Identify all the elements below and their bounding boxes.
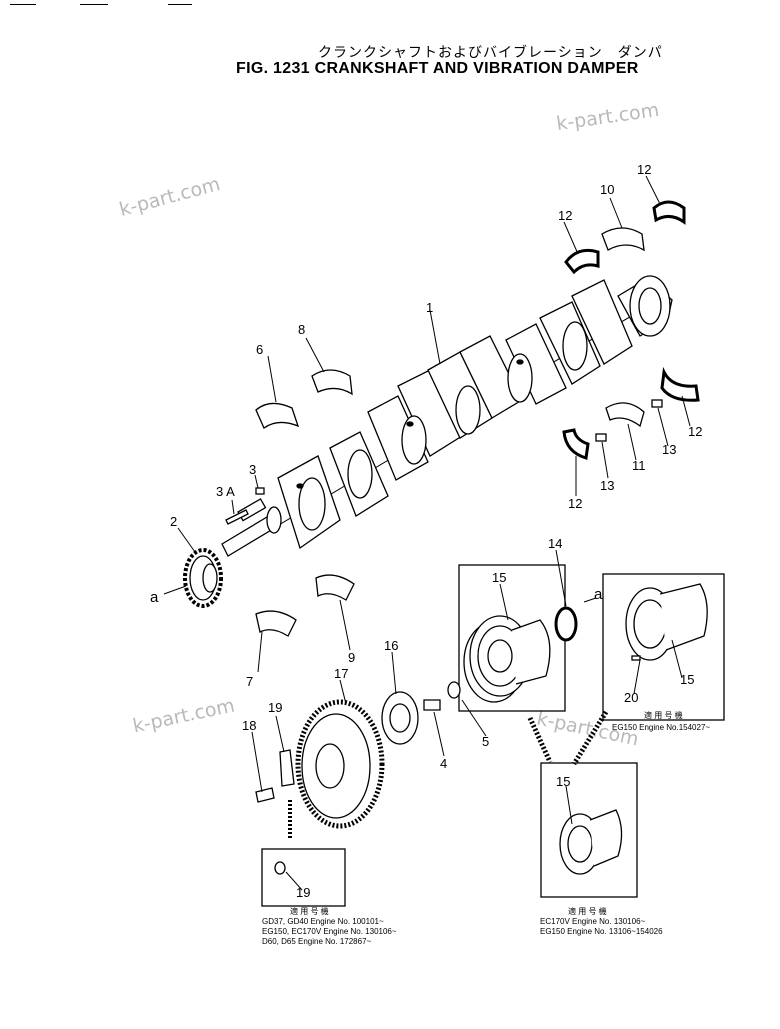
label-part-1: 1 — [426, 300, 433, 315]
label-part-18: 18 — [242, 718, 256, 733]
label-part-12-c: 12 — [688, 424, 702, 439]
note-row: EG150, EC170V Engine No. 130106~ — [262, 927, 397, 936]
damper-variant-bottom — [559, 809, 623, 875]
label-part-4: 4 — [440, 756, 447, 771]
title-japanese: クランクシャフトおよびバイブレーション ダンパ — [318, 45, 663, 61]
note-header: 適 用 号 機 — [290, 906, 329, 916]
label-part-6: 6 — [256, 342, 263, 357]
reference-arrows — [527, 710, 609, 766]
label-part-15-c: 15 — [556, 774, 570, 789]
label-part-2: 2 — [170, 514, 177, 529]
label-part-13-a: 13 — [662, 442, 676, 457]
label-part-5: 5 — [482, 734, 489, 749]
label-part-3a: 3 A — [216, 484, 235, 499]
leader-lines — [163, 175, 691, 891]
label-part-14: 14 — [548, 536, 562, 551]
title-english: FIG. 1231 CRANKSHAFT AND VIBRATION DAMPE… — [236, 60, 639, 77]
bolt-part-4 — [423, 699, 441, 711]
crankshaft — [221, 275, 673, 557]
scan-mark — [168, 4, 192, 5]
part-labels: 1 2 3 3 A 4 5 6 7 8 9 10 11 12 12 12 12 … — [150, 162, 702, 900]
label-part-9: 9 — [348, 650, 355, 665]
label-part-7: 7 — [246, 674, 253, 689]
label-ref-a-right: a — [594, 586, 603, 603]
note-row: GD37, GD40 Engine No. 100101~ — [262, 917, 384, 926]
damper-variant-top — [625, 583, 708, 661]
label-part-10: 10 — [600, 182, 614, 197]
label-part-12-b: 12 — [558, 208, 572, 223]
scan-mark — [80, 4, 108, 5]
main-bearings — [255, 369, 355, 637]
vibration-damper — [463, 615, 551, 703]
lock-plate-frame — [261, 848, 346, 907]
hub — [381, 691, 419, 745]
pin-part-3a — [225, 509, 249, 525]
label-part-15-b: 15 — [680, 672, 694, 687]
washer-part-5 — [447, 681, 461, 699]
key-part-3 — [255, 487, 265, 495]
label-part-17: 17 — [334, 666, 348, 681]
label-part-8: 8 — [298, 322, 305, 337]
note-row: EG150 Engine No. 13106~154026 — [540, 927, 663, 936]
label-part-12-d: 12 — [568, 496, 582, 511]
label-part-13-b: 13 — [600, 478, 614, 493]
note-row: EC170V Engine No. 130106~ — [540, 917, 646, 926]
oil-seal-part-14 — [554, 606, 578, 642]
note-row: D60, D65 Engine No. 172867~ — [262, 937, 372, 946]
label-part-3: 3 — [249, 462, 256, 477]
label-ref-a-left: a — [150, 589, 159, 606]
pulley — [295, 699, 385, 829]
label-part-12-a: 12 — [637, 162, 651, 177]
label-part-16: 16 — [384, 638, 398, 653]
note-header: 適 用 号 機 — [644, 710, 683, 720]
bolt-part-18 — [255, 787, 275, 803]
label-part-15-a: 15 — [492, 570, 506, 585]
lock-plate-part-19 — [279, 749, 295, 787]
note-row: EG150 Engine No.154027~ — [612, 723, 710, 732]
note-header: 適 用 号 機 — [568, 906, 607, 916]
applicability-notes: 適 用 号 機 EG150 Engine No.154027~ 適 用 号 機 … — [262, 710, 710, 946]
crank-gear — [183, 548, 223, 608]
label-part-11: 11 — [632, 458, 646, 473]
bearings-upper-right — [562, 200, 700, 460]
scan-mark — [10, 4, 36, 5]
label-part-19-a: 19 — [268, 700, 282, 715]
label-part-20: 20 — [624, 690, 638, 705]
label-part-19-b: 19 — [296, 885, 310, 900]
lock-plate-small — [274, 861, 286, 875]
